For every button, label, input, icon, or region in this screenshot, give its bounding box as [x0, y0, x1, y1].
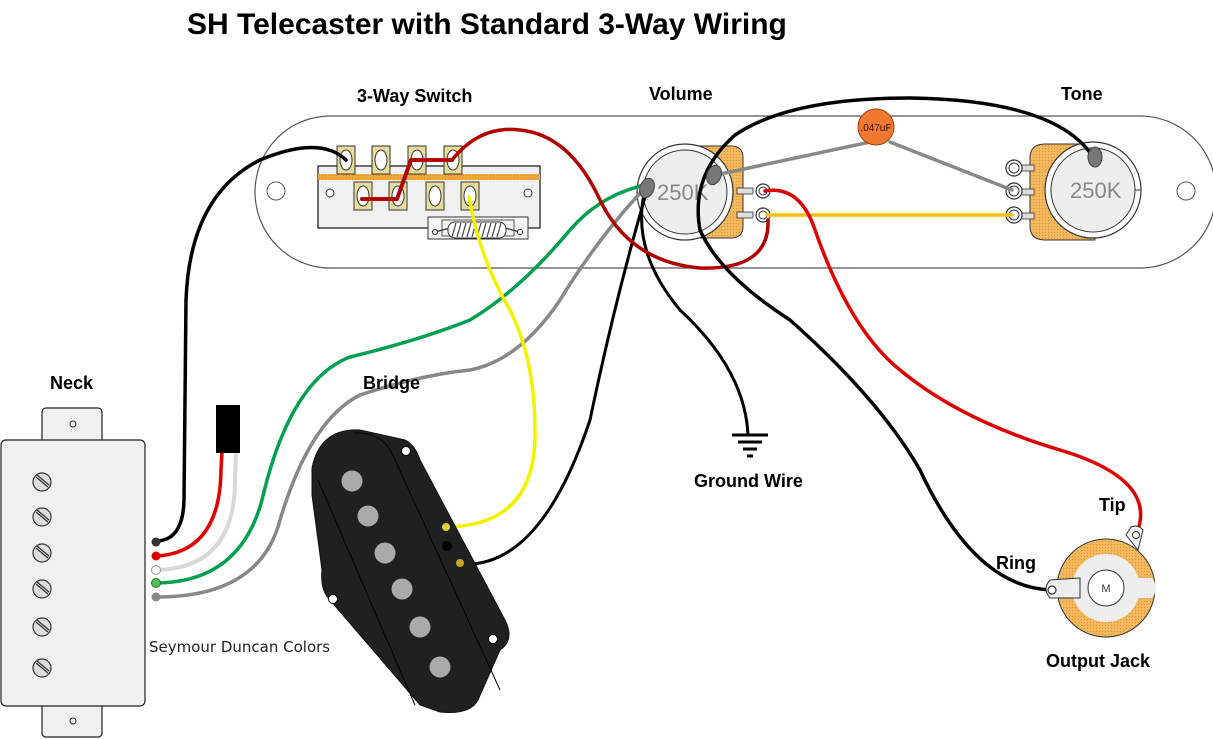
neck-pole-screws — [32, 472, 52, 678]
output-jack-label: Output Jack — [1046, 651, 1151, 671]
capacitor: .047uF — [857, 108, 895, 146]
ground-symbol-icon — [732, 433, 768, 458]
tone-pot-value: 250K — [1070, 178, 1122, 203]
tone-label: Tone — [1061, 84, 1103, 104]
output-jack: M — [1045, 525, 1156, 638]
solder-volume-lug1 — [706, 164, 722, 186]
switch-lugs-bottom — [353, 181, 480, 211]
neck-pickup — [0, 407, 146, 738]
plate-screw-hole-left — [266, 181, 286, 201]
bridge-pickup — [311, 429, 510, 713]
three-way-switch — [317, 145, 541, 240]
wire-ground-loop — [696, 96, 1097, 592]
wire-neck-red — [155, 448, 224, 558]
wire-neck-white — [155, 448, 238, 572]
bridge-pole-pieces — [341, 470, 451, 678]
bridge-label: Bridge — [363, 373, 420, 393]
neck-label: Neck — [50, 373, 94, 393]
solder-tone-back — [1087, 146, 1103, 168]
switch-jumper-wire — [360, 158, 454, 201]
wire-cap-tone — [888, 140, 1014, 192]
color-code-note: Seymour Duncan Colors — [149, 638, 330, 656]
wire-ground — [640, 188, 750, 437]
wire-bridge-black — [458, 188, 649, 566]
wire-volume-cap — [714, 140, 872, 177]
wire-neck-green — [155, 183, 647, 585]
wires — [155, 96, 1143, 599]
ground-label: Ground Wire — [694, 471, 803, 491]
ring-label: Ring — [996, 553, 1036, 573]
tone-pot: 250K — [1005, 141, 1142, 241]
solder-volume-back — [639, 177, 655, 199]
wire-switch-volume-red — [450, 127, 770, 270]
wire-neck-gray — [155, 186, 647, 599]
plate-screw-hole-right — [1176, 181, 1196, 201]
series-link-block — [216, 405, 240, 453]
volume-label: Volume — [649, 84, 713, 104]
jack-center-label: M — [1101, 583, 1110, 595]
wire-output-red — [763, 188, 1143, 537]
capacitor-value: .047uF — [860, 123, 891, 134]
tip-label: Tip — [1099, 495, 1126, 515]
diagram-title: SH Telecaster with Standard 3-Way Wiring — [187, 8, 787, 41]
switch-label: 3-Way Switch — [357, 86, 472, 106]
wire-neck-black — [155, 145, 348, 543]
neck-lead-tips — [151, 537, 161, 602]
wire-bridge-yellow — [446, 195, 537, 529]
